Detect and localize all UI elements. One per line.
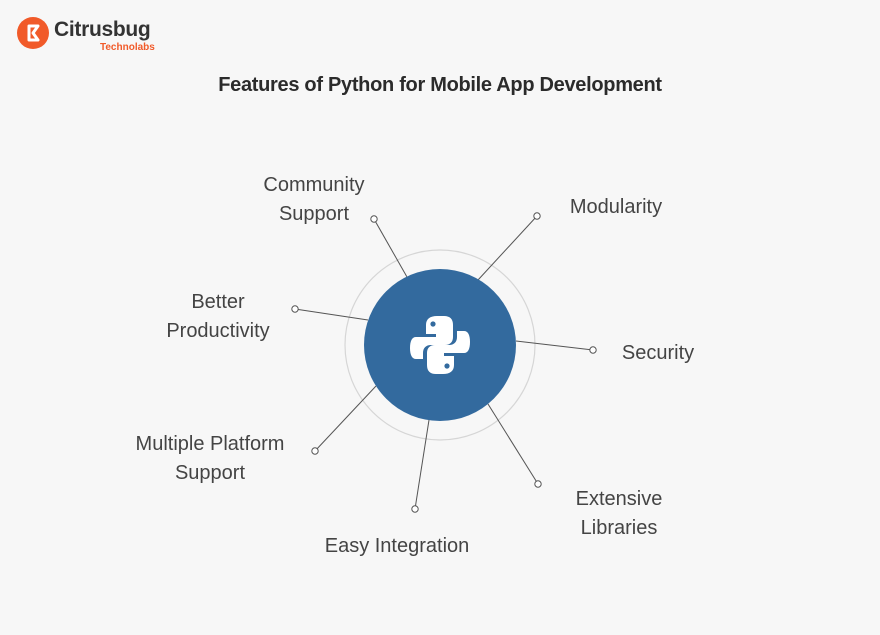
connector-dots — [291, 212, 597, 513]
connector-community — [373, 218, 408, 278]
feature-multiple-platform-support: Multiple Platform Support — [135, 433, 285, 484]
page-title: Features of Python for Mobile App Develo… — [218, 74, 662, 96]
dot-platform — [311, 447, 319, 455]
brand-logo: Citrusbug Technolabs — [16, 16, 156, 56]
connector-libraries — [487, 403, 539, 485]
connector-platform — [314, 385, 377, 452]
connector-lines — [294, 215, 594, 510]
dot-integration — [411, 505, 419, 513]
dot-modularity — [533, 212, 541, 220]
feature-security: Security — [621, 342, 695, 364]
feature-modularity: Modularity — [569, 196, 663, 218]
connector-productivity — [294, 308, 369, 321]
brand-sub: Technolabs — [100, 42, 155, 53]
brand-name: Citrusbug — [54, 18, 151, 41]
connector-security — [515, 340, 594, 351]
dot-libraries — [534, 480, 542, 488]
feature-better-productivity: Better Productivity — [166, 291, 270, 342]
dot-productivity — [291, 305, 299, 313]
python-logo-icon — [410, 316, 470, 374]
dot-community — [370, 215, 378, 223]
feature-extensive-libraries: Extensive Libraries — [575, 488, 663, 539]
outer-ring — [344, 249, 536, 441]
dot-security — [589, 346, 597, 354]
connector-modularity — [477, 215, 538, 281]
feature-community-support: Community Support — [263, 174, 365, 225]
connector-integration — [414, 419, 430, 510]
feature-easy-integration: Easy Integration — [324, 535, 470, 557]
citrusbug-logo-icon — [17, 17, 49, 49]
